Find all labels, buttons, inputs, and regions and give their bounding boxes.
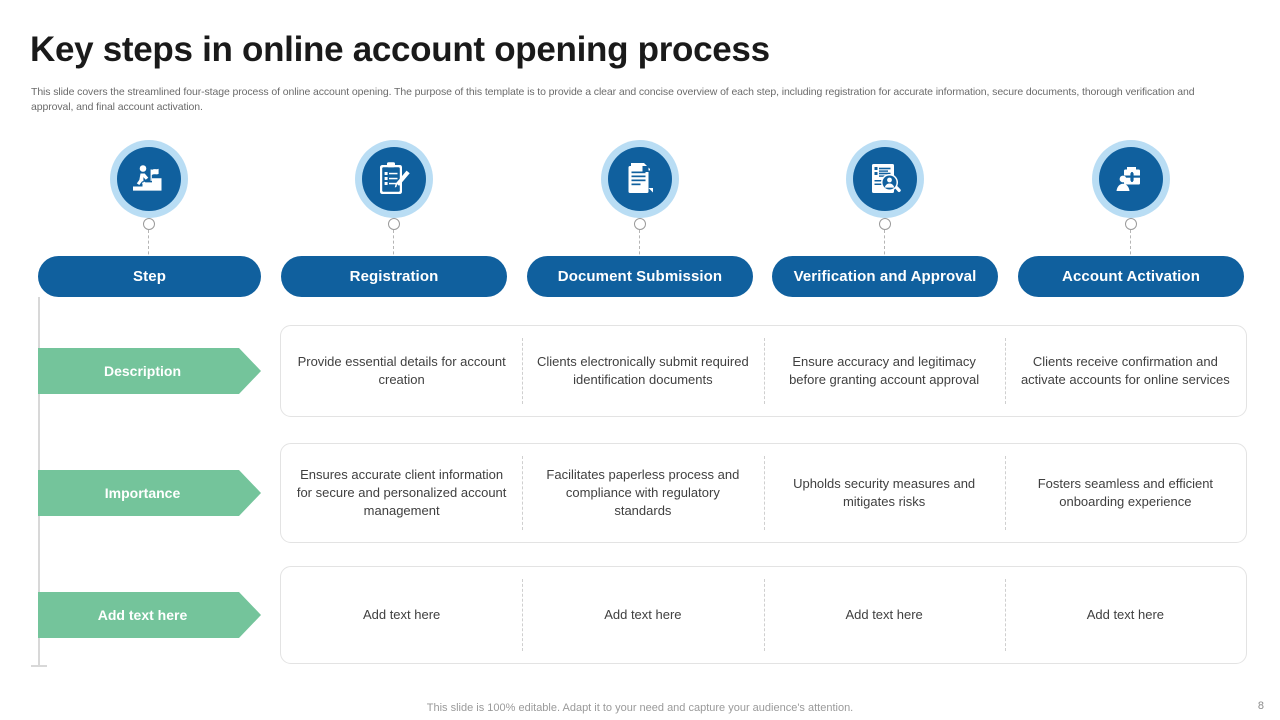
connector-dot	[879, 218, 891, 230]
page-title: Key steps in online account opening proc…	[30, 30, 770, 69]
page-number: 8	[1257, 700, 1264, 712]
connector-dot	[143, 218, 155, 230]
connector-line	[393, 230, 395, 265]
column-header-document-submission[interactable]: Document Submission	[527, 256, 753, 297]
column-header-account-activation[interactable]: Account Activation	[1018, 256, 1244, 297]
document-pages-icon	[608, 147, 672, 211]
content-row-description: Provide essential details for account cr…	[280, 325, 1247, 417]
column-header-verification-and-approval[interactable]: Verification and Approval	[772, 256, 998, 297]
steps-person-flag-icon	[117, 147, 181, 211]
cell-description-verification[interactable]: Ensure accuracy and legitimacy before gr…	[763, 326, 1005, 416]
icon-cell-account-activation[interactable]	[1092, 140, 1182, 265]
column-header-step[interactable]: Step	[38, 256, 261, 297]
footer-note: This slide is 100% editable. Adapt it to…	[426, 702, 854, 714]
icon-cell-step[interactable]	[110, 140, 200, 265]
connector-line	[148, 230, 150, 265]
clipboard-pen-icon	[362, 147, 426, 211]
content-row-add-text-here: Add text here Add text here Add text her…	[280, 566, 1247, 664]
row-label-add-text-here[interactable]: Add text here	[38, 592, 261, 638]
cell-importance-document-submission[interactable]: Facilitates paperless process and compli…	[522, 444, 763, 542]
cell-placeholder-document-submission[interactable]: Add text here	[522, 567, 763, 663]
cell-placeholder-registration[interactable]: Add text here	[362, 607, 441, 622]
icon-row	[0, 140, 1280, 265]
cell-placeholder-account-activation[interactable]: Add text here	[1004, 567, 1246, 663]
connector-line	[639, 230, 641, 265]
row-label-importance[interactable]: Importance	[38, 470, 261, 516]
left-spine-cap	[31, 665, 47, 667]
connector-dot	[1125, 218, 1137, 230]
document-magnifier-person-icon	[853, 147, 917, 211]
cell-importance-verification[interactable]: Upholds security measures and mitigates …	[763, 444, 1005, 542]
icon-cell-document-submission[interactable]	[601, 140, 691, 265]
icon-cell-registration[interactable]	[355, 140, 445, 265]
connector-dot	[388, 218, 400, 230]
connector-line	[1130, 230, 1132, 265]
column-header-registration[interactable]: Registration	[281, 256, 507, 297]
cell-importance-account-activation[interactable]: Fosters seamless and efficient onboardin…	[1004, 444, 1246, 542]
cell-description-account-activation[interactable]: Clients receive confirmation and activat…	[1004, 326, 1246, 416]
content-row-importance: Ensures accurate client information for …	[280, 443, 1247, 543]
cell-description-document-submission[interactable]: Clients electronically submit required i…	[522, 326, 763, 416]
connector-line	[884, 230, 886, 265]
icon-cell-verification[interactable]	[846, 140, 936, 265]
cell-placeholder-verification[interactable]: Add text here	[763, 567, 1005, 663]
row-label-description[interactable]: Description	[38, 348, 261, 394]
page-subtitle: This slide covers the streamlined four-s…	[31, 86, 1195, 113]
person-briefcase-dollar-icon	[1099, 147, 1163, 211]
connector-dot	[634, 218, 646, 230]
cell-importance-registration[interactable]: Ensures accurate client information for …	[296, 467, 507, 518]
cell-description-registration[interactable]: Provide essential details for account cr…	[297, 354, 506, 387]
